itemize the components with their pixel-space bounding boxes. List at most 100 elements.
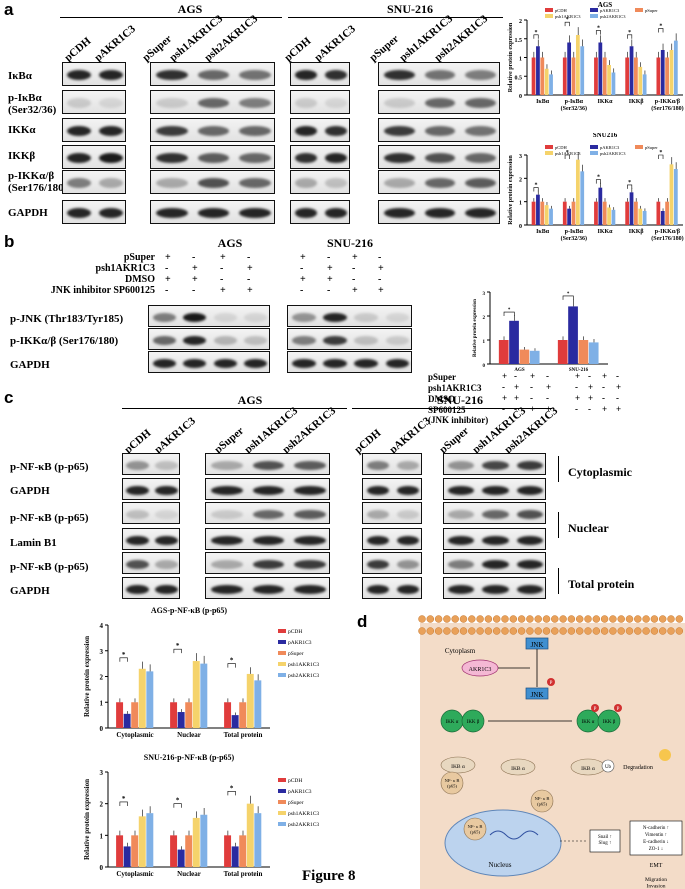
blot-a-band (197, 98, 230, 109)
category-label: Cytoplasmic (116, 731, 153, 739)
row-label: IKKα (8, 124, 36, 136)
blot-c (443, 577, 546, 599)
sig-star: * (122, 795, 126, 803)
blot-b-band (291, 312, 316, 322)
panel-label-d: d (357, 612, 368, 631)
blot-c-band (126, 460, 149, 470)
y-tick-label: 3 (100, 769, 104, 777)
sig-bracket (533, 187, 539, 192)
blot-c-band (482, 460, 509, 470)
sig-bracket (119, 801, 128, 806)
condition-sign: + (192, 263, 198, 274)
sig-star: * (567, 292, 570, 297)
blot-a (150, 118, 275, 142)
blot-a-band (66, 98, 92, 109)
blot-c-band (366, 535, 390, 545)
cell-label-ags-c: AGS (237, 393, 263, 407)
legend-swatch (590, 14, 598, 18)
marker-label: E-cadherin ↓ (643, 840, 669, 845)
condition-sign: - (247, 252, 251, 263)
bar (571, 57, 576, 95)
bar (177, 712, 185, 728)
blot-c-band (516, 584, 543, 594)
jnk-label: JNK (531, 641, 544, 649)
chart-condition-sign: - (588, 371, 591, 381)
condition-sign: + (165, 274, 171, 285)
bar (665, 57, 669, 95)
bar (231, 846, 239, 867)
membrane-head (575, 615, 584, 623)
membrane-head (434, 627, 443, 635)
membrane-head (642, 615, 650, 623)
blot-a-band (294, 98, 318, 109)
blot-c-band (155, 559, 178, 569)
blot-c-band (252, 460, 285, 470)
blot-a-band (239, 153, 271, 164)
membrane-head (426, 627, 435, 635)
blot-b-band (385, 335, 410, 345)
bar (562, 57, 567, 95)
blot-c (122, 528, 180, 550)
y-axis-label: Relative protein expression (473, 299, 478, 357)
membrane-head (443, 615, 451, 623)
legend-swatch (278, 629, 286, 633)
blot-b (287, 351, 412, 373)
membrane-head (418, 615, 426, 623)
y-tick-label: 2 (519, 19, 522, 25)
membrane-head (501, 627, 509, 635)
y-tick-label: 0 (519, 224, 522, 230)
chart-condition-sign: - (530, 393, 533, 403)
category-label: IKKβ (629, 229, 644, 235)
membrane-head (609, 627, 617, 635)
bar (611, 72, 616, 95)
figure-title: Figure 8 (302, 868, 356, 884)
cell-line-ags-a (60, 17, 282, 18)
cell-line-snu-a (288, 17, 503, 18)
blot-a-band (98, 178, 124, 189)
blot-c-band (482, 584, 509, 594)
legend-swatch (278, 662, 286, 666)
blot-b-band (183, 335, 207, 345)
blot-c-band (396, 559, 420, 569)
condition-sign: + (165, 252, 171, 263)
blot-c-band (294, 509, 326, 519)
blot-c-band (366, 460, 390, 470)
membrane-head (675, 615, 684, 623)
y-tick-label: 2 (483, 316, 486, 321)
row-label: p-NF-κB (p-p65) (10, 512, 89, 524)
cell-label-ags-b: AGS (217, 236, 243, 250)
bar (557, 340, 568, 364)
blot-c (205, 502, 330, 524)
condition-sign: - (192, 252, 196, 263)
blot-a-band (424, 126, 456, 137)
sig-bracket (564, 154, 570, 159)
fraction-bar (558, 512, 559, 538)
y-tick-label: 0 (100, 725, 104, 733)
legend-label: pAKR1C3 (600, 145, 620, 150)
bar (246, 803, 254, 867)
sig-bracket (564, 21, 570, 27)
legend-label: pAKR1C3 (288, 789, 312, 795)
bar (638, 66, 643, 95)
blot-c (443, 453, 546, 475)
sig-star: * (597, 175, 600, 181)
blot-a (150, 200, 275, 224)
row-label: GAPDH (10, 359, 50, 371)
bar (562, 201, 567, 225)
row-label: GAPDH (10, 485, 50, 497)
chart-condition-sign: - (502, 404, 505, 414)
jnk-label: JNK (531, 691, 544, 699)
chart-condition-sign: - (575, 404, 578, 414)
blot-a-band (239, 178, 271, 189)
y-tick-label: 0 (483, 364, 486, 369)
row-label: p-IKKα/β (Ser176/180) (8, 170, 68, 194)
bar (224, 835, 232, 867)
legend-swatch (545, 14, 553, 18)
ikk-label: IKK β (467, 720, 480, 725)
ikb-label: IKB α (511, 766, 525, 772)
chart-condition-sign: - (602, 382, 605, 392)
bar (567, 42, 572, 95)
blot-a-band (294, 178, 318, 189)
category-label: IκBα (536, 229, 550, 235)
